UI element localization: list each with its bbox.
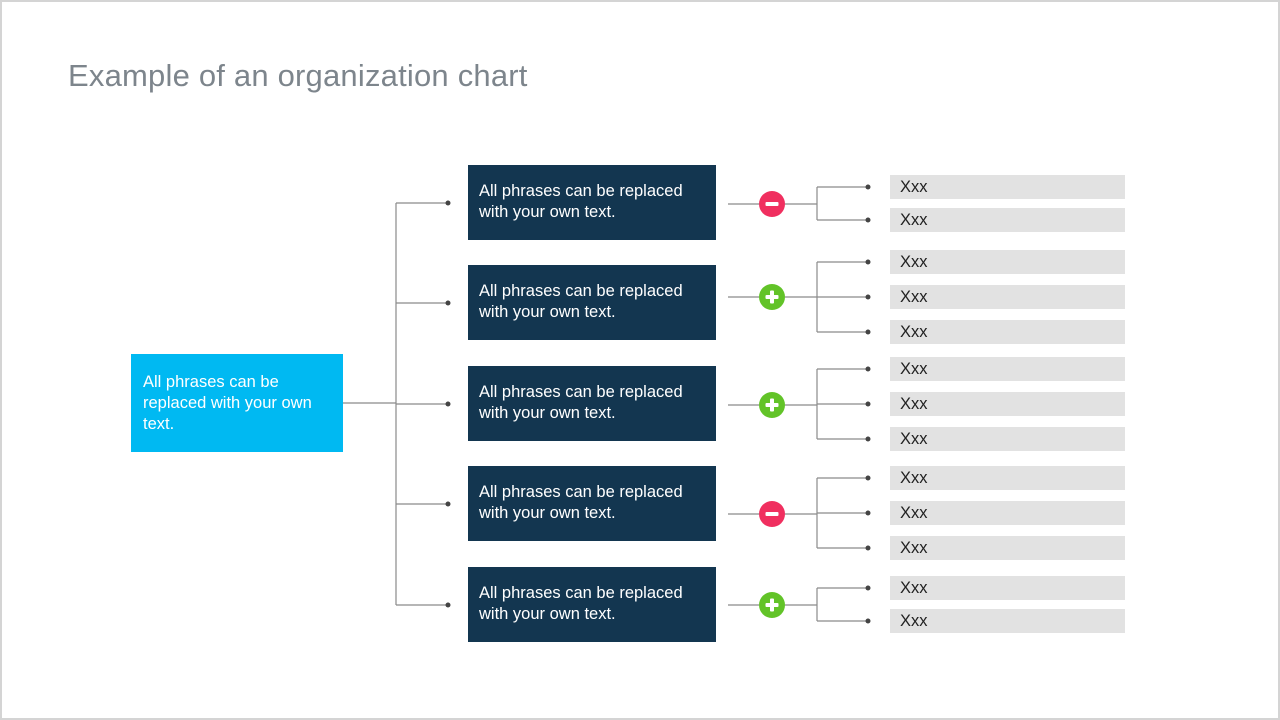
root-node: All phrases can be replaced with your ow… (131, 354, 343, 452)
leaf-item: Xxx (890, 609, 1125, 633)
leaf-item: Xxx (890, 466, 1125, 490)
leaf-item: Xxx (890, 501, 1125, 525)
expand-toggle-5[interactable] (759, 592, 785, 618)
leaf-item: Xxx (890, 320, 1125, 344)
connector-dot (445, 300, 451, 306)
leaf-item: Xxx (890, 427, 1125, 451)
plus-icon (765, 290, 779, 304)
connector-dot (865, 510, 871, 516)
connector-dot (865, 545, 871, 551)
connector-dot (865, 618, 871, 624)
plus-icon (765, 398, 779, 412)
expand-toggle-3[interactable] (759, 392, 785, 418)
branch-node-1: All phrases can be replaced with your ow… (468, 165, 716, 240)
leaf-item: Xxx (890, 285, 1125, 309)
leaf-item: Xxx (890, 392, 1125, 416)
connector-dot (865, 184, 871, 190)
minus-icon (765, 202, 779, 206)
connector-dot (865, 585, 871, 591)
connector-dot (445, 200, 451, 206)
connector-dot (865, 259, 871, 265)
connector-dot (865, 475, 871, 481)
collapse-toggle-1[interactable] (759, 191, 785, 217)
plus-icon (765, 598, 779, 612)
connector-dot (445, 602, 451, 608)
connector-dot (445, 401, 451, 407)
connector-dot (865, 294, 871, 300)
page-title: Example of an organization chart (68, 58, 528, 93)
branch-node-4: All phrases can be replaced with your ow… (468, 466, 716, 541)
leaf-item: Xxx (890, 208, 1125, 232)
connector-dot (865, 329, 871, 335)
branch-node-5: All phrases can be replaced with your ow… (468, 567, 716, 642)
leaf-item: Xxx (890, 175, 1125, 199)
leaf-item: Xxx (890, 357, 1125, 381)
leaf-item: Xxx (890, 250, 1125, 274)
connector-dot (865, 217, 871, 223)
connector-dot (865, 366, 871, 372)
branch-node-3: All phrases can be replaced with your ow… (468, 366, 716, 441)
connector-dot (445, 501, 451, 507)
branch-node-2: All phrases can be replaced with your ow… (468, 265, 716, 340)
connector-dot (865, 436, 871, 442)
leaf-item: Xxx (890, 536, 1125, 560)
leaf-item: Xxx (890, 576, 1125, 600)
expand-toggle-2[interactable] (759, 284, 785, 310)
minus-icon (765, 512, 779, 516)
collapse-toggle-4[interactable] (759, 501, 785, 527)
connector-dot (865, 401, 871, 407)
